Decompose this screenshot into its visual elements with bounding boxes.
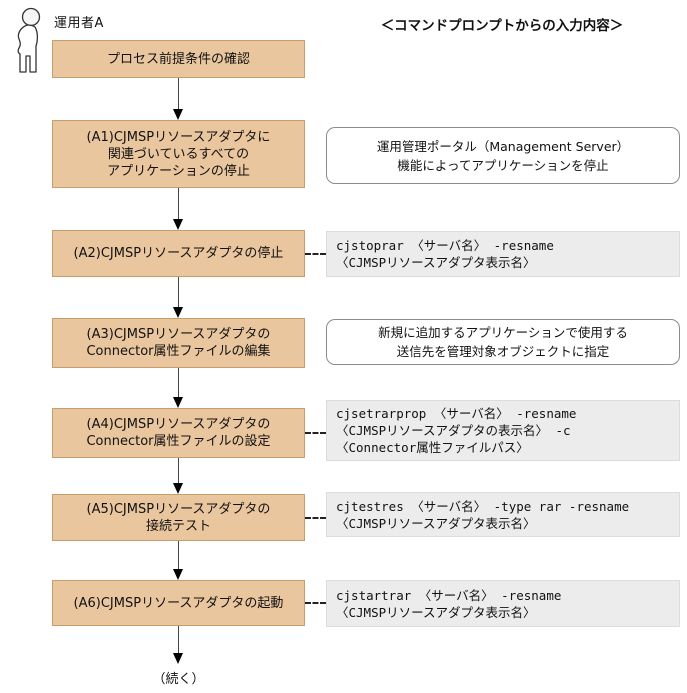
dashed-connector-A6 [305, 602, 326, 604]
command-note-A6: cjstartrar 〈サーバ名〉 -resname〈CJMSPリソースアダプタ… [326, 580, 680, 627]
flow-arrow [172, 277, 184, 318]
note-line: cjstoprar 〈サーバ名〉 -resname [336, 238, 554, 253]
note-line: 機能によってアプリケーションを停止 [397, 157, 609, 173]
arrow-head-icon [173, 307, 183, 318]
flow-step-label-line: (A5)CJMSPリソースアダプタの [86, 501, 271, 517]
flow-step-label-line: (A3)CJMSPリソースアダプタの [86, 327, 271, 342]
note-line: 運用管理ポータル（Management Server） [376, 138, 630, 154]
info-note-A1: 運用管理ポータル（Management Server） 機能によってアプリケーショ… [326, 127, 680, 184]
flow-step-label-line: (A4)CJMSPリソースアダプタの [86, 417, 271, 432]
note-line: cjsetrarprop 〈サーバ名〉 -resname [336, 406, 577, 421]
dashed-connector-A5 [305, 516, 326, 519]
flow-step-start: プロセス前提条件の確認 [52, 40, 305, 78]
note-line: 〈CJMSPリソースアダプタ表示名〉 [336, 255, 536, 270]
flow-step-label-line: プロセス前提条件の確認 [106, 51, 250, 67]
flow-arrow [172, 626, 184, 664]
arrow-shaft [177, 188, 179, 219]
continue-label: （続く） [152, 672, 205, 687]
flow-arrow [172, 541, 184, 580]
arrow-shaft [177, 277, 179, 307]
flow-step-label-line: アプリケーションの停止 [107, 163, 250, 179]
note-line: 〈Connector属性ファイルパス〉 [336, 440, 529, 455]
flow-step-A3: (A3)CJMSPリソースアダプタの Connector属性ファイルの編集 [52, 318, 305, 368]
arrow-head-icon [173, 653, 183, 664]
info-note-A3: 新規に追加するアプリケーションで使用する送信先を管理対象オブジェクトに指定 [326, 319, 680, 365]
arrow-shaft [177, 541, 179, 569]
arrow-shaft [177, 626, 179, 653]
flow-step-A1: (A1)CJMSPリソースアダプタに関連づいているすべてのアプリケーションの停止 [52, 120, 305, 188]
flow-step-A5: (A5)CJMSPリソースアダプタの接続テスト [52, 494, 305, 541]
note-line: 〈CJMSPリソースアダプタ表示名〉 [336, 515, 536, 531]
flow-step-A4: (A4)CJMSPリソースアダプタの Connector属性ファイルの設定 [52, 408, 305, 458]
arrow-head-icon [173, 397, 183, 408]
arrow-shaft [177, 78, 179, 109]
arrow-shaft [177, 368, 179, 397]
actor-label: 運用者A [54, 16, 104, 31]
flow-step-label-line: (A6)CJMSPリソースアダプタの起動 [73, 595, 284, 611]
note-line: 送信先を管理対象オブジェクトに指定 [396, 344, 610, 359]
flow-step-A2: (A2)CJMSPリソースアダプタの停止 [52, 230, 305, 277]
flow-step-label-line: (A1)CJMSPリソースアダプタに [86, 129, 271, 145]
flow-step-A6: (A6)CJMSPリソースアダプタの起動 [52, 580, 305, 626]
flow-arrow [172, 78, 184, 120]
command-note-A5: cjtestres 〈サーバ名〉 -type rar -resname〈CJMS… [326, 492, 680, 537]
flow-step-label-line: (A2)CJMSPリソースアダプタの停止 [73, 246, 284, 261]
arrow-head-icon [173, 109, 183, 120]
note-line: 〈CJMSPリソースアダプタの表示名〉 -c [336, 423, 571, 438]
flow-step-label-line: Connector属性ファイルの設定 [86, 434, 271, 449]
command-note-A2: cjstoprar 〈サーバ名〉 -resname 〈CJMSPリソースアダプタ表… [326, 231, 680, 277]
note-line: 〈CJMSPリソースアダプタ表示名〉 [336, 604, 536, 620]
flow-arrow [172, 368, 184, 408]
arrow-shaft [177, 458, 179, 483]
note-line: cjstartrar 〈サーバ名〉 -resname [336, 587, 562, 603]
note-line: 新規に追加するアプリケーションで使用する [378, 325, 628, 340]
command-note-A4: cjsetrarprop 〈サーバ名〉 -resname 〈CJMSPリソースアダ… [326, 400, 680, 461]
flow-arrow [172, 458, 184, 494]
arrow-head-icon [173, 483, 183, 494]
command-column-header: ＜コマンドプロンプトからの入力内容＞ [380, 18, 624, 34]
flow-step-label-line: Connector属性ファイルの編集 [86, 344, 271, 359]
dashed-connector-A4 [305, 432, 326, 434]
flow-step-label-line: 関連づいているすべての [107, 146, 250, 162]
flow-step-label-line: 接続テスト [145, 518, 211, 534]
note-line: cjtestres 〈サーバ名〉 -type rar -resname [336, 498, 630, 514]
flow-arrow [172, 188, 184, 230]
arrow-head-icon [173, 569, 183, 580]
operator-person-icon [8, 6, 48, 80]
arrow-head-icon [173, 219, 183, 230]
dashed-connector-A2 [305, 252, 326, 255]
